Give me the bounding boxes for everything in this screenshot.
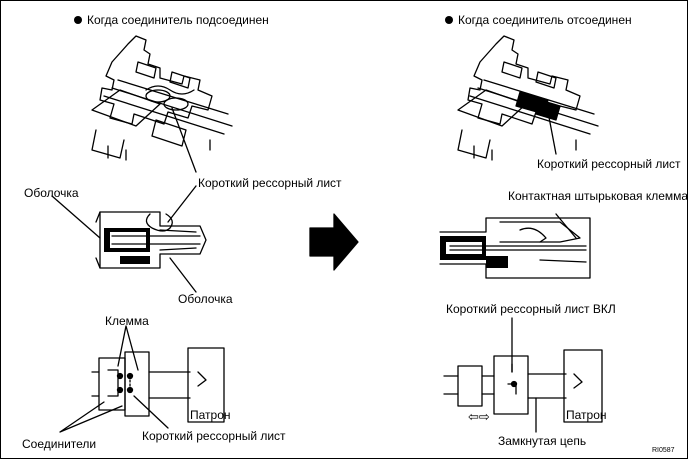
label-short-spring-on: Короткий рессорный лист ВКЛ <box>446 302 616 316</box>
leader-spring-middle-left <box>167 185 197 223</box>
sheath-cross-section-disconnected <box>439 217 591 279</box>
label-sheath-bottom: Оболочка <box>178 292 233 306</box>
schematic-disconnected <box>443 349 603 423</box>
label-short-spring-top-right: Короткий рессорный лист <box>537 157 681 171</box>
bullet-icon <box>74 16 82 24</box>
connector-assembly-disconnected <box>457 35 599 161</box>
heading-disconnected: Когда соединитель отсоединен <box>445 13 632 27</box>
transition-arrow-icon <box>309 213 359 271</box>
label-sheath-left: Оболочка <box>24 186 79 200</box>
leader-terminal <box>117 325 139 371</box>
sheath-cross-section-connected <box>95 211 207 269</box>
label-connectors: Соединители <box>22 437 97 451</box>
bullet-icon <box>445 16 453 24</box>
label-pin-terminal: Контактная штырьковая клемма <box>508 189 688 203</box>
label-socket-right: Патрон <box>566 408 607 422</box>
leader-pin-terminal <box>555 213 577 239</box>
leader-sheath-bottom <box>169 257 197 293</box>
heading-connected: Когда соединитель подсоединен <box>74 13 269 27</box>
label-terminal: Клемма <box>105 314 149 328</box>
connector-assembly-connected <box>91 35 233 161</box>
label-socket-left: Патрон <box>190 408 231 422</box>
leader-connectors <box>59 401 123 433</box>
label-short-spring-top-left: Короткий рессорный лист <box>198 176 342 190</box>
label-closed-circuit: Замкнутая цепь <box>498 434 587 448</box>
leader-spring-bottom-left <box>133 395 169 429</box>
figure-code: RI0587 <box>652 447 675 454</box>
label-short-spring-bottom-left: Короткий рессорный лист <box>142 429 286 443</box>
leader-sheath-left <box>51 195 101 239</box>
double-arrow-icon: ⇦⇨ <box>468 409 490 424</box>
leader-spring-top-right <box>547 111 557 155</box>
leader-spring-top-left <box>171 107 197 173</box>
